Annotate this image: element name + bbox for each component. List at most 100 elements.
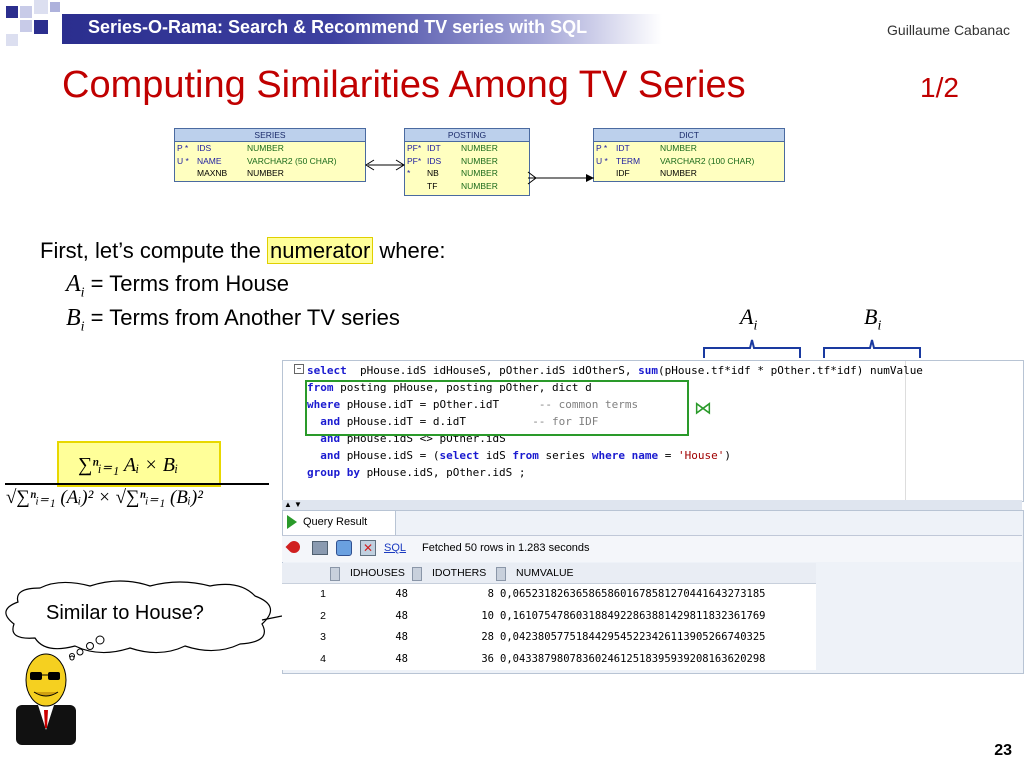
- sql-token: idS: [479, 449, 513, 462]
- result-toolbar: ✕ SQL Fetched 50 rows in 1.283 seconds: [282, 535, 1022, 562]
- cartoon-character-icon: [16, 653, 76, 745]
- header-banner: [62, 14, 662, 44]
- sql-token: pHouse.idT = pOther.idT: [340, 398, 539, 411]
- row-number: 4: [320, 652, 326, 665]
- table-name: POSTING: [405, 129, 529, 142]
- thought-dots: [69, 635, 105, 661]
- sql-token: pHouse.idS = (: [340, 449, 440, 462]
- table-row[interactable]: 2 48 10 0,161075478603188492286388142981183…: [282, 606, 816, 628]
- join-highlight-box: [305, 380, 689, 436]
- column-header[interactable]: IDOTHERS: [432, 567, 487, 579]
- row-number: 2: [320, 609, 326, 622]
- cell-numvalue: 0,16107547860318849228638814298118323617…: [500, 609, 766, 622]
- cell-idothers: 8: [487, 588, 494, 600]
- sql-token: select: [307, 364, 347, 377]
- table-name: SERIES: [175, 129, 365, 142]
- sql-token: group by: [307, 466, 360, 479]
- cell-numvalue: 0,06523182636586586016785812704416432731…: [500, 588, 766, 600]
- column-header[interactable]: NUMVALUE: [516, 567, 574, 579]
- cell-idothers: 28: [481, 631, 494, 643]
- collapse-icon[interactable]: −: [294, 364, 304, 374]
- sql-line[interactable]: group by pHouse.idS, pOther.idS ;: [307, 466, 526, 479]
- play-icon: [287, 515, 297, 529]
- tab-label: Query Result: [303, 516, 368, 528]
- sort-icon[interactable]: [496, 567, 506, 581]
- sql-token: from: [512, 449, 539, 462]
- sql-token: and: [320, 415, 341, 428]
- sql-token: where: [307, 398, 341, 411]
- sql-token: where: [591, 449, 625, 462]
- sql-token: pHouse.idS idHouseS, pOther.idS idOtherS…: [346, 364, 639, 377]
- sql-token: [625, 449, 632, 462]
- sql-token: and: [320, 449, 341, 462]
- print-icon[interactable]: [312, 541, 328, 555]
- sql-line[interactable]: from posting pHouse, posting pOther, dic…: [307, 381, 592, 394]
- join-symbol: ⋈: [694, 398, 712, 418]
- editor-right-margin: [905, 361, 906, 500]
- cell-idhouses: 48: [395, 652, 408, 665]
- bubble-text: Similar to House?: [46, 602, 204, 624]
- clear-icon[interactable]: ✕: [360, 540, 376, 556]
- a-definition: Ai = Terms from House: [66, 271, 289, 301]
- sql-line[interactable]: where pHouse.idT = pOther.idT -- common …: [307, 398, 638, 411]
- sql-token: =: [658, 449, 678, 462]
- sql-token: -- common terms: [538, 398, 639, 411]
- thought-bubble: [5, 580, 282, 658]
- table-name: DICT: [594, 129, 784, 142]
- collapse-down-icon[interactable]: ▼: [294, 500, 302, 509]
- refresh-icon[interactable]: [336, 540, 352, 556]
- intro-line: First, let’s compute the numerator where…: [40, 237, 446, 264]
- sql-token: select: [439, 449, 480, 462]
- label-b: Bi: [864, 304, 882, 334]
- sql-line[interactable]: and pHouse.idT = d.idT -- for IDF: [307, 415, 598, 428]
- column-header[interactable]: IDHOUSES: [350, 567, 405, 579]
- cell-numvalue: 0,04238057751844295452234261139052667403…: [500, 631, 766, 643]
- sql-token: from: [307, 381, 334, 394]
- banner-title: Series-O-Rama: Search & Recommend TV ser…: [88, 17, 588, 37]
- sql-line[interactable]: and pHouse.idS = (select idS from series…: [307, 449, 731, 462]
- sql-editor[interactable]: [282, 360, 1024, 502]
- sql-token: ): [724, 449, 731, 462]
- formula-numerator: ∑ⁿᵢ₌₁ Aᵢ × Bᵢ: [78, 454, 179, 476]
- cell-idhouses: 48: [395, 631, 408, 643]
- formula-denominator: √∑ⁿᵢ₌₁ (Aᵢ)² × √∑ⁿᵢ₌₁ (Bᵢ)²: [6, 487, 203, 508]
- slide-title: Computing Similarities Among TV Series: [62, 64, 746, 106]
- numerator-highlight: numerator: [267, 237, 374, 264]
- fraction-bar: [5, 483, 269, 485]
- fetch-status: Fetched 50 rows in 1.283 seconds: [422, 542, 590, 554]
- sort-icon[interactable]: [412, 567, 422, 581]
- sql-token: name: [631, 449, 659, 462]
- sql-token: sum: [638, 364, 659, 377]
- grid-header: IDHOUSES IDOTHERS NUMVALUE: [282, 563, 816, 584]
- collapse-up-icon[interactable]: ▲: [284, 500, 292, 509]
- cell-idothers: 10: [481, 609, 494, 622]
- pin-icon[interactable]: [285, 538, 303, 556]
- sql-token: posting pHouse, posting pOther, dict d: [333, 381, 592, 394]
- sql-line[interactable]: select pHouse.idS idHouseS, pOther.idS i…: [307, 364, 923, 377]
- sql-token: pHouse.idS, pOther.idS ;: [359, 466, 526, 479]
- b-definition: Bi = Terms from Another TV series: [66, 305, 400, 335]
- tab-query-result[interactable]: Query Result: [282, 510, 396, 535]
- sort-icon[interactable]: [330, 567, 340, 581]
- sql-token: -- for IDF: [532, 415, 599, 428]
- cell-idhouses: 48: [395, 609, 408, 622]
- panel-splitter[interactable]: ▲ ▼: [282, 500, 1022, 510]
- page-number: 23: [994, 742, 1012, 759]
- sql-link[interactable]: SQL: [384, 542, 407, 554]
- slide-part: 1/2: [920, 72, 959, 103]
